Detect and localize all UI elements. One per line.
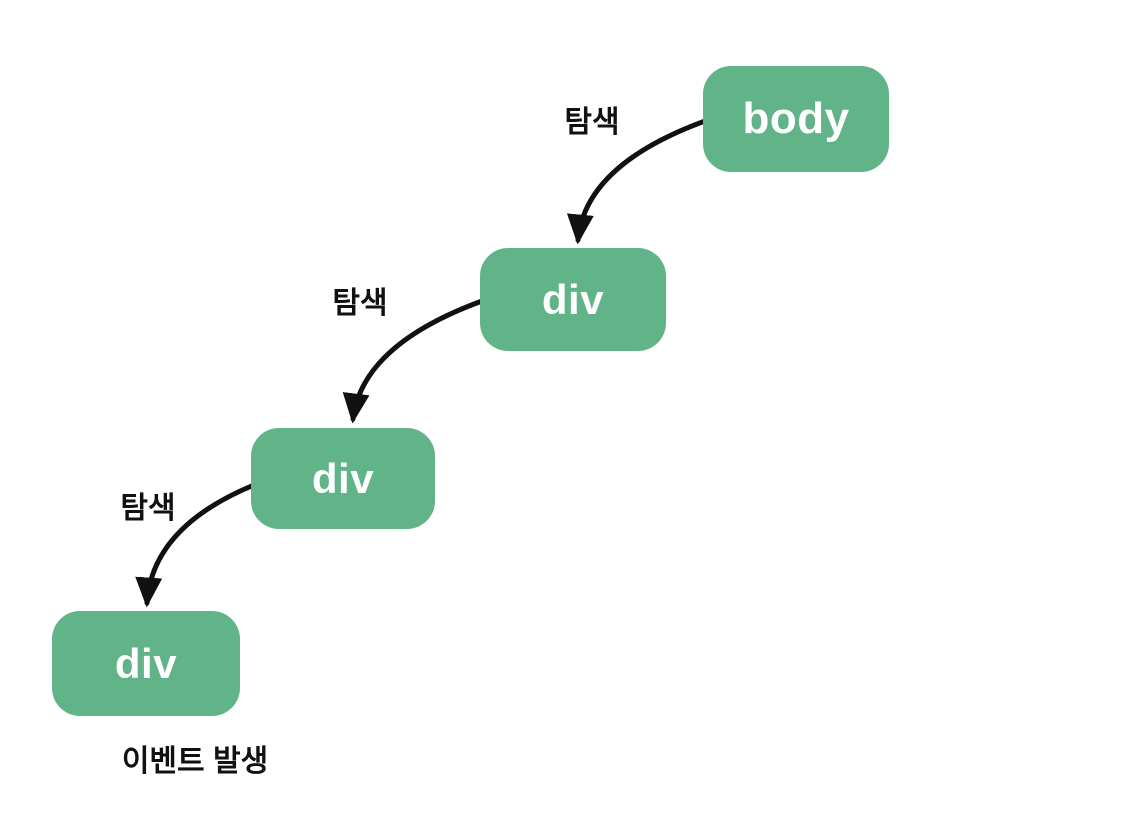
node-div-3: div (52, 611, 240, 716)
traverse-label-2: 탐색 (332, 287, 388, 320)
traverse-label-1: 탐색 (564, 106, 620, 139)
node-div-1-label: div (541, 275, 605, 323)
node-div-2: div (251, 428, 435, 529)
node-div-2-label: div (311, 454, 375, 502)
node-div-1: div (480, 248, 666, 351)
caption-event-occurrence: 이벤트 발생 (121, 745, 269, 778)
node-div-3-label: div (114, 639, 178, 687)
node-body-label: body (742, 94, 850, 143)
traverse-label-3: 탐색 (120, 492, 176, 525)
node-body: body (703, 66, 889, 172)
